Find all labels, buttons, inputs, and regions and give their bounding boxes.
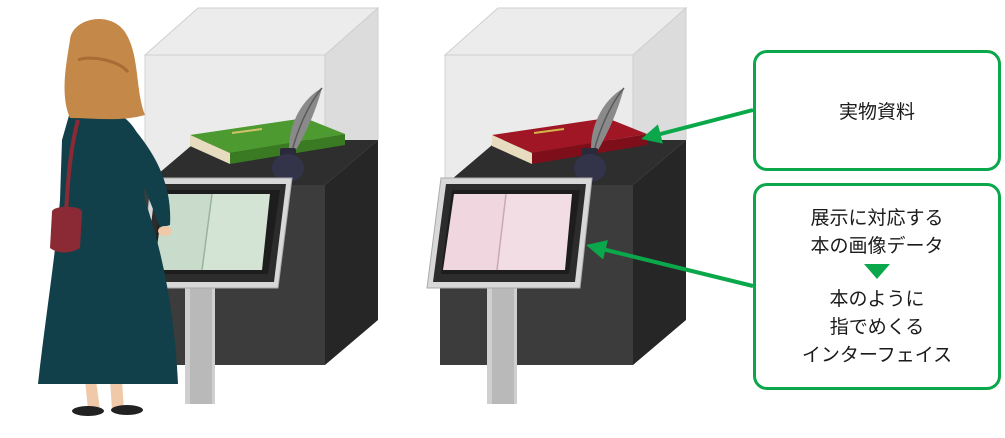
arrow-digital bbox=[586, 240, 754, 288]
callout-digital-interface: 展示に対応する 本の画像データ 本のように 指でめくる インターフェイス bbox=[753, 183, 1001, 390]
down-triangle-icon bbox=[864, 264, 890, 279]
person-figure-icon bbox=[38, 18, 178, 416]
callout-digital-line3: 本のように bbox=[829, 288, 925, 310]
callout-digital-line2: 本の画像データ bbox=[810, 235, 944, 257]
tablet-stand-right bbox=[426, 177, 593, 404]
inkwell-icon bbox=[272, 148, 304, 182]
callout-digital-line1: 展示に対応する bbox=[810, 207, 944, 229]
tablet-stand-left bbox=[137, 177, 293, 404]
book-image-red bbox=[443, 193, 572, 271]
callout-digital-line4: 指でめくる bbox=[829, 316, 925, 338]
callout-physical-material: 実物資料 bbox=[753, 50, 1001, 171]
callout-digital-line5: インターフェイス bbox=[801, 344, 953, 366]
arrow-physical bbox=[641, 108, 754, 144]
inkwell-icon bbox=[574, 148, 606, 182]
callout-physical-label: 実物資料 bbox=[838, 101, 915, 123]
